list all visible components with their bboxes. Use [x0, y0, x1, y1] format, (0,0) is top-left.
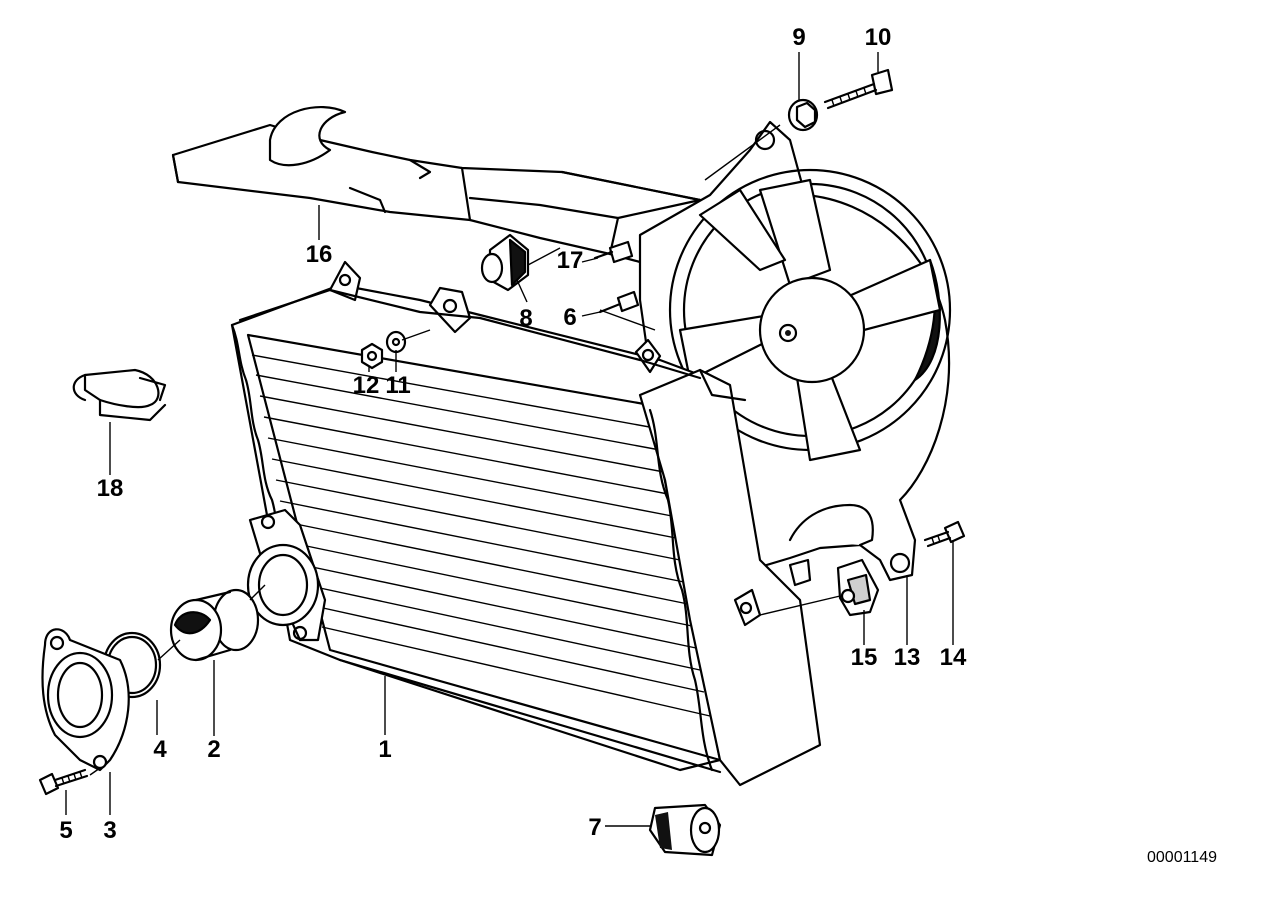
callout-10: 10 [865, 24, 892, 51]
assembly-lines [89, 124, 841, 776]
callout-6: 6 [563, 304, 576, 331]
nut-9 [787, 98, 819, 132]
callout-17: 17 [557, 247, 584, 274]
radiator-fins [251, 354, 711, 717]
thermostat-cover-part [41, 628, 130, 772]
bolt-10 [823, 68, 894, 110]
callout-labels: 1 2 3 4 5 6 7 8 9 10 11 12 13 14 15 16 1… [59, 24, 967, 844]
radiator-part [230, 260, 822, 787]
callout-13: 13 [894, 644, 921, 671]
document-id: 00001149 [1147, 849, 1217, 866]
washer-11 [385, 330, 407, 354]
callout-4: 4 [153, 736, 167, 763]
callout-2: 2 [207, 736, 220, 763]
callout-8: 8 [519, 305, 532, 332]
clip-nut-15 [836, 558, 880, 617]
callout-7: 7 [588, 814, 601, 841]
air-duct-part [171, 105, 702, 264]
thermostat-part [169, 588, 260, 662]
callout-leaders [65, 52, 954, 827]
callout-1: 1 [378, 736, 391, 763]
callout-3: 3 [103, 817, 116, 844]
rubber-mount-8 [480, 233, 530, 292]
callout-5: 5 [59, 817, 72, 844]
callout-16: 16 [306, 241, 333, 268]
callout-18: 18 [97, 475, 124, 502]
thermostat-flange [246, 508, 327, 642]
callout-12: 12 [353, 372, 380, 399]
callout-9: 9 [792, 24, 805, 51]
screw-6 [598, 290, 640, 314]
screw-17 [593, 240, 634, 264]
rubber-mount-7 [648, 803, 722, 857]
hose-clamp-part [72, 368, 167, 422]
nut-12 [360, 342, 384, 370]
callout-14: 14 [940, 644, 967, 671]
bolt-14 [923, 520, 966, 548]
bolt-5 [38, 768, 89, 796]
callout-11: 11 [385, 372, 410, 399]
callout-15: 15 [851, 644, 878, 671]
